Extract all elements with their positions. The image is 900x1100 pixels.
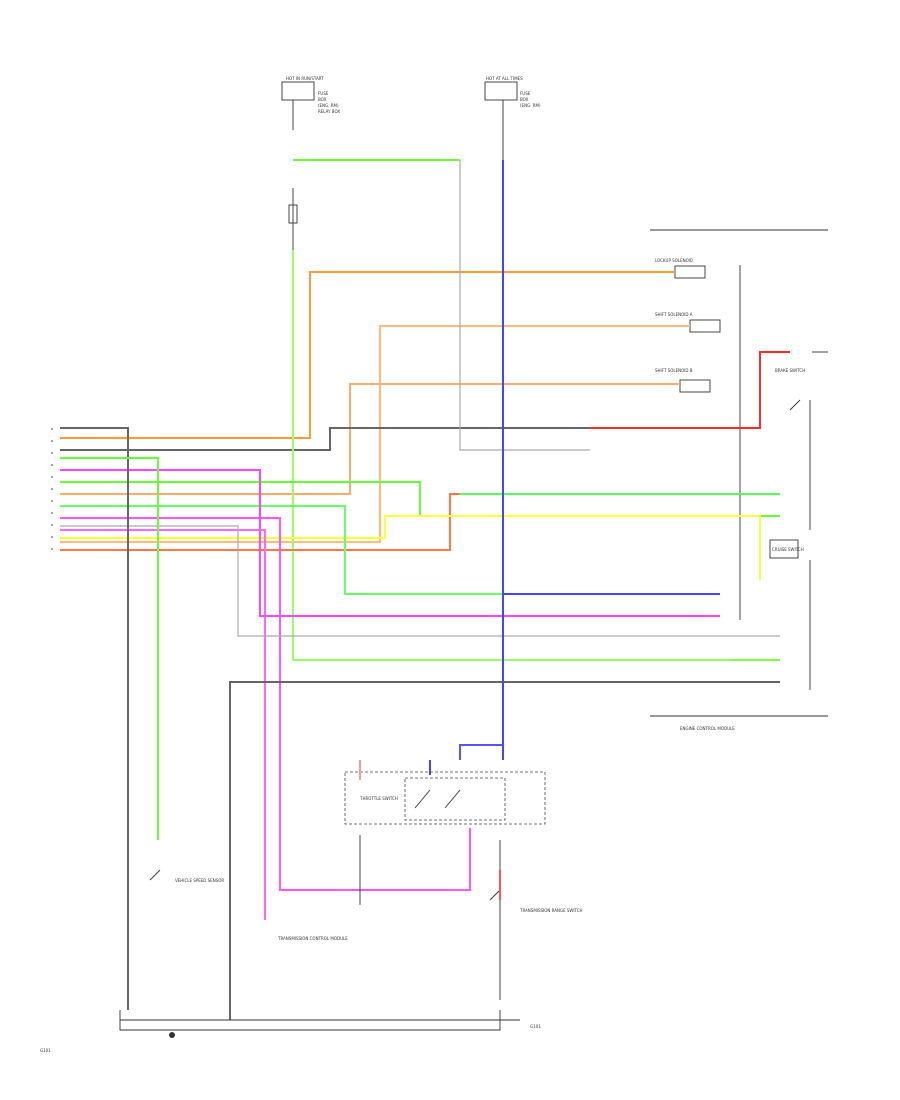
wire-gray-636	[60, 525, 780, 637]
throttle-switch-label: THROTTLE SWITCH	[359, 796, 398, 801]
fuse-left-lower	[288, 188, 298, 250]
shift-solenoid-a-label: SHIFT SOLENOID A	[655, 312, 693, 317]
ecm-label: ENGINE CONTROL MODULE	[680, 726, 735, 731]
fuse-box-left-line-1: FUSE	[318, 91, 329, 96]
fuse-box-mid-title: HOT AT ALL TIMES	[486, 76, 523, 81]
fuse-box-left-line-4: RELAY BOX	[318, 109, 340, 114]
fuse-box-mid-line-1: FUSE	[520, 91, 531, 96]
tcm-label: TRANSMISSION CONTROL MODULE	[277, 936, 348, 941]
fuse-box-left-line-2: BOX	[318, 97, 327, 102]
lockup-solenoid-label: LOCKUP SOLENOID	[655, 258, 693, 263]
fuse-box-mid-line-2: BOX	[520, 97, 529, 102]
brake-switch-label: BRAKE SWITCH	[775, 368, 805, 373]
ground-label: G101	[530, 1024, 541, 1029]
wire-green-494	[60, 481, 780, 517]
ground-symbol	[169, 1032, 175, 1038]
fuse-left-lower-symbol	[288, 204, 298, 224]
trans-range-switch-label: TRANSMISSION RANGE SWITCH	[519, 908, 583, 913]
wire-blue-throttle	[459, 744, 503, 760]
wire-red-brake	[590, 351, 790, 429]
throttle-switch-inner	[404, 777, 506, 821]
wire-orange-shift-b	[60, 383, 680, 495]
shift-solenoid-a-coil	[689, 319, 721, 333]
footer-code: G101	[40, 1048, 51, 1053]
wire-orange-lockup	[60, 271, 675, 439]
lockup-solenoid-coil	[674, 265, 706, 279]
ground-bus: G101	[119, 1010, 541, 1038]
shift-solenoid-a: SHIFT SOLENOID A	[655, 312, 721, 333]
transmission-range-switch: TRANSMISSION RANGE SWITCH	[489, 840, 583, 1000]
brake-switch: BRAKE SWITCH	[775, 368, 805, 411]
fuse-box-left-outline	[281, 81, 315, 101]
wire-red-550	[60, 493, 460, 551]
shift-solenoid-b: SHIFT SOLENOID B	[655, 368, 711, 393]
throttle-switch-housing	[344, 771, 546, 825]
fuse-box-left-title: HOT IN RUN/START	[286, 76, 324, 81]
cruise-switch-label: CRUISE SWITCH	[772, 547, 804, 552]
throttle-switch: THROTTLE SWITCH	[344, 771, 546, 825]
ecm-box: ENGINE CONTROL MODULE	[650, 229, 828, 731]
fuse-box-left: HOT IN RUN/START FUSE BOX (ENG. RM) RELA…	[281, 76, 340, 130]
wire-green-left	[60, 457, 159, 840]
wire-magenta-lower	[60, 529, 266, 920]
wire-magenta-616	[60, 469, 720, 617]
wire-magenta-tr	[60, 517, 471, 891]
wire-black-682	[229, 681, 780, 1020]
lockup-solenoid: LOCKUP SOLENOID	[655, 258, 706, 279]
fuse-box-left-line-3: (ENG. RM)	[318, 103, 339, 108]
wire-gray-left	[60, 427, 129, 1010]
wire-yellow	[60, 515, 761, 580]
wire-green-long	[292, 250, 780, 661]
shift-solenoid-b-coil	[679, 379, 711, 393]
wire-orange-shift-a	[60, 325, 690, 543]
shift-solenoid-b-label: SHIFT SOLENOID B	[655, 368, 693, 373]
wire-gray-fuse-drop	[459, 160, 590, 451]
vss-label: VEHICLE SPEED SENSOR	[175, 878, 224, 883]
fuse-box-mid-outline	[484, 81, 518, 101]
fuse-box-mid: HOT AT ALL TIMES FUSE BOX (ENG. RM)	[484, 76, 541, 160]
cruise-switch-outline	[769, 539, 799, 559]
trans-control-module: TRANSMISSION CONTROL MODULE	[277, 936, 348, 941]
cruise-switch: CRUISE SWITCH	[769, 539, 804, 559]
vehicle-speed-sensor: VEHICLE SPEED SENSOR	[149, 869, 224, 883]
fuse-box-mid-line-3: (ENG. RM)	[520, 103, 541, 108]
